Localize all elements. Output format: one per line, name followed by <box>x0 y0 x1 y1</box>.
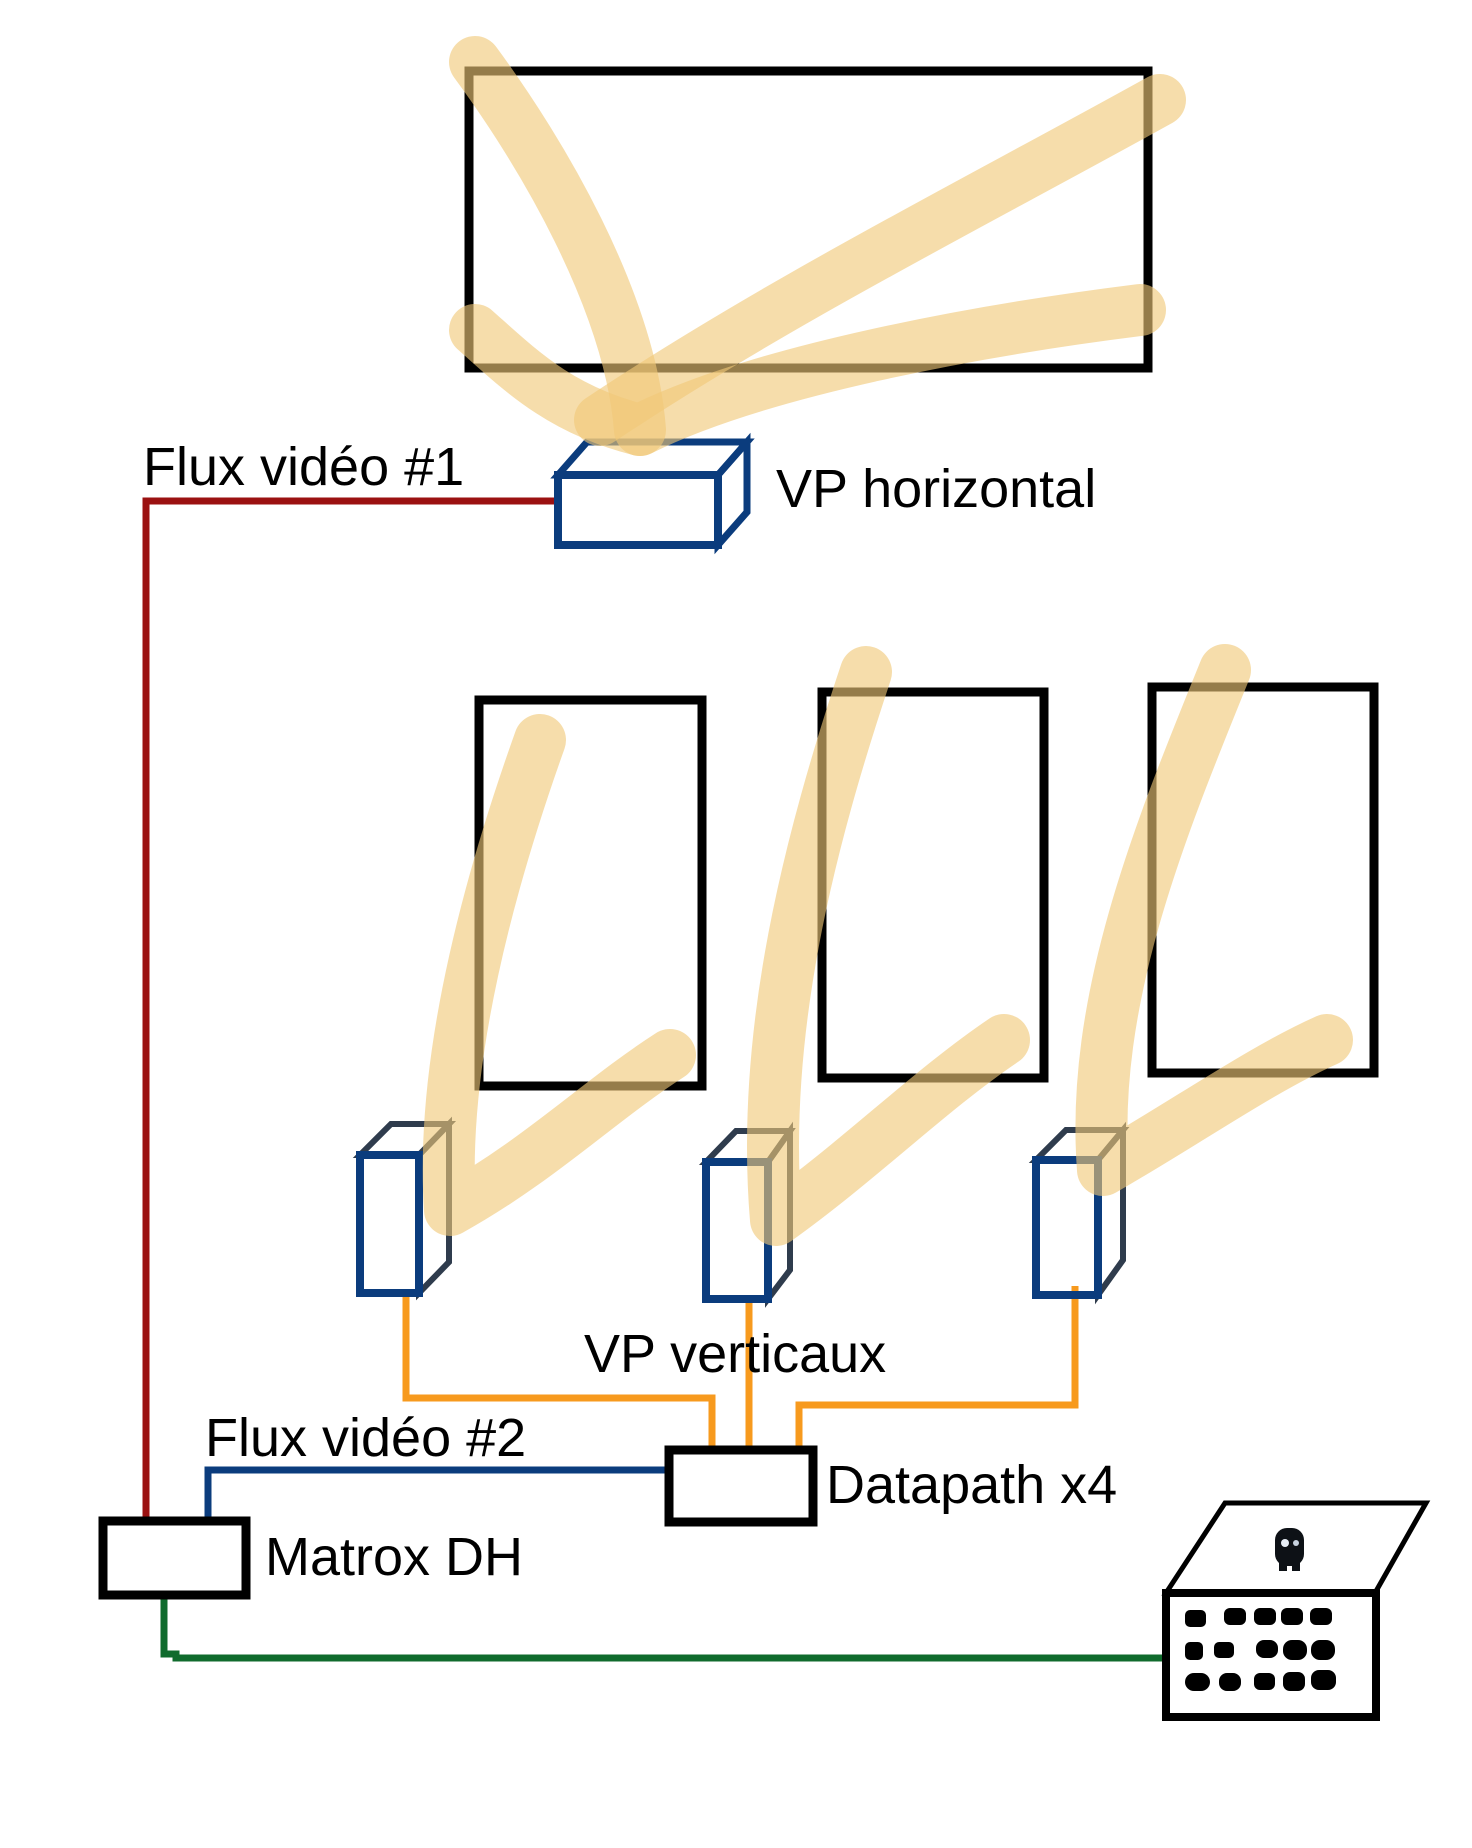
datapath-box <box>664 1445 818 1527</box>
beam-horizontal-bottom <box>449 284 1166 456</box>
beam-horizontal-right <box>574 74 1186 446</box>
beam-vertical-1 <box>422 714 696 1236</box>
beam-vertical-2 <box>746 646 1030 1246</box>
flux2-label: Flux vidéo #2 <box>205 1408 526 1468</box>
matrox-box <box>98 1516 251 1600</box>
flux1-label: Flux vidéo #1 <box>143 437 464 497</box>
matrox-label: Matrox DH <box>265 1527 523 1587</box>
flux2-cable <box>204 1466 676 1520</box>
datapath-cable-3 <box>795 1286 1079 1450</box>
control-cable <box>160 1596 1164 1662</box>
datapath-label: Datapath x4 <box>826 1455 1117 1515</box>
projection-beams <box>422 36 1353 1246</box>
horizontal-projector-icon <box>550 432 755 555</box>
datapath-cable-1 <box>402 1292 716 1458</box>
beam-vertical-3 <box>1075 644 1353 1196</box>
robot-icon <box>1275 1528 1304 1571</box>
flux1-cable <box>142 497 558 1518</box>
vp-verticaux-label: VP verticaux <box>584 1324 886 1384</box>
vp-horizontal-label: VP horizontal <box>776 459 1096 519</box>
control-panel-icon <box>1161 1500 1431 1721</box>
